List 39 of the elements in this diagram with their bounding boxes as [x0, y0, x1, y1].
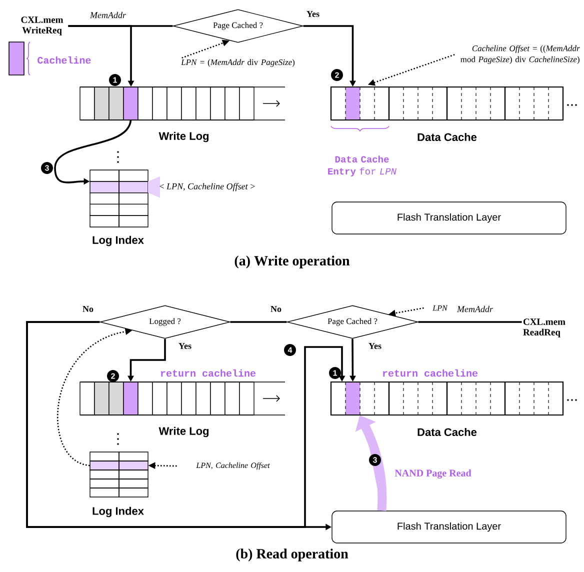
connector-line: [418, 321, 522, 323]
annotation-text: < LPN, Cacheline Offset >: [160, 182, 255, 192]
edge-label: Yes: [306, 10, 320, 18]
formula-text: Cacheline Offset = ((MemAddr mod PageSize) div CachelineSize): [460, 45, 580, 64]
subfigure-caption: (b) Read operation: [236, 548, 348, 562]
signal-label: MemAddr: [456, 306, 494, 312]
formula-text: LPN = (MemAddr div PageSize): [181, 59, 295, 67]
subfigure-caption: (a) Write operation: [234, 256, 350, 268]
edge-label: NAND Page Read: [394, 468, 472, 480]
layer-box: Flash Translation Layer: [332, 510, 566, 544]
step-number: 1: [329, 367, 341, 379]
return-label: return cacheline: [381, 368, 479, 378]
step-number: 1: [109, 74, 121, 86]
table-label: Log Index: [92, 506, 144, 518]
array-label: Write Log: [158, 132, 208, 142]
array-label: Write Log: [158, 426, 208, 438]
signal-label: MemAddr: [90, 12, 126, 18]
formula-text: LPN, Cacheline Offset: [196, 462, 270, 470]
step-number: 4: [284, 344, 296, 356]
table-label: Log Index: [92, 236, 144, 246]
array-label: Data Cache: [418, 132, 477, 142]
return-label: return cacheline: [159, 368, 257, 378]
cacheline-label: Cacheline: [38, 56, 91, 64]
connector-line: [68, 25, 173, 27]
step-number: 3: [41, 162, 53, 174]
edge-label: No: [270, 305, 282, 313]
formula-text: LPN: [432, 305, 448, 311]
array-label: Data Cache: [418, 428, 477, 436]
layer-box: Flash Translation Layer: [332, 202, 566, 234]
request-label: CXL.mem ReadReq: [523, 318, 566, 338]
connector-line: [230, 321, 287, 323]
entry-label: Data Cache Entry for LPN: [328, 156, 396, 176]
edge-label: Yes: [178, 342, 192, 350]
step-number: 2: [331, 69, 343, 81]
step-number: 3: [369, 454, 381, 466]
step-number: 2: [107, 370, 119, 382]
request-label: CXL.mem WriteReq: [21, 16, 64, 36]
edge-label: Yes: [368, 342, 382, 350]
edge-label: No: [82, 305, 94, 313]
